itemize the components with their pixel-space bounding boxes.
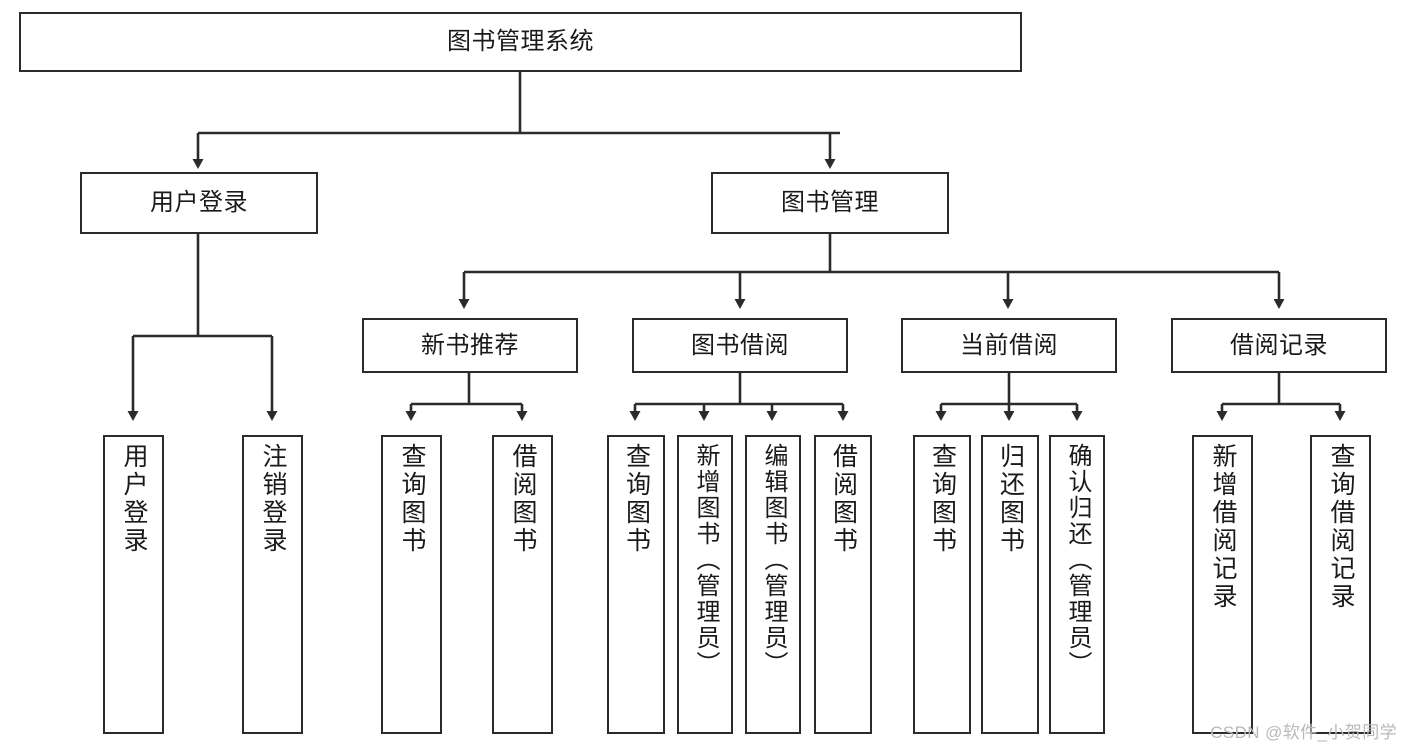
- node-label: 新书推荐: [421, 331, 519, 359]
- node-label: 图书管理: [781, 189, 879, 217]
- leaf-user-login-login[interactable]: 用户登录: [103, 435, 164, 734]
- node-book-borrow[interactable]: 图书借阅: [632, 318, 848, 373]
- node-label: 用户登录: [120, 443, 148, 555]
- node-label: 图书管理系统: [447, 28, 594, 56]
- leaf-new-book-borrow[interactable]: 借阅图书: [492, 435, 553, 734]
- leaf-new-book-query[interactable]: 查询图书: [381, 435, 442, 734]
- node-user-login[interactable]: 用户登录: [80, 172, 318, 234]
- node-label: 借阅图书: [829, 443, 858, 555]
- leaf-book-borrow-query[interactable]: 查询图书: [607, 435, 665, 734]
- leaf-borrow-records-add[interactable]: 新增借阅记录: [1192, 435, 1253, 734]
- node-label: 归还图书: [996, 443, 1025, 555]
- node-label: 查询图书: [398, 443, 426, 555]
- leaf-current-borrow-return[interactable]: 归还图书: [981, 435, 1039, 734]
- leaf-borrow-records-query[interactable]: 查询借阅记录: [1310, 435, 1371, 734]
- node-label: 新增图书（管理员）: [692, 443, 719, 677]
- node-current-borrow[interactable]: 当前借阅: [901, 318, 1117, 373]
- node-new-book-recommend[interactable]: 新书推荐: [362, 318, 578, 373]
- leaf-book-borrow-edit[interactable]: 编辑图书（管理员）: [745, 435, 801, 734]
- node-label: 当前借阅: [960, 331, 1058, 359]
- node-label: 用户登录: [150, 189, 248, 217]
- node-label: 图书借阅: [691, 331, 789, 359]
- node-borrow-records[interactable]: 借阅记录: [1171, 318, 1387, 373]
- node-label: 编辑图书（管理员）: [760, 443, 787, 677]
- node-label: 查询图书: [928, 443, 957, 555]
- watermark-text: CSDN @软件_小贺同学: [1210, 723, 1397, 742]
- node-label: 新增借阅记录: [1209, 443, 1237, 611]
- leaf-current-borrow-confirm[interactable]: 确认归还（管理员）: [1049, 435, 1105, 734]
- node-label: 查询借阅记录: [1327, 443, 1355, 611]
- node-book-management[interactable]: 图书管理: [711, 172, 949, 234]
- leaf-book-borrow-borrow[interactable]: 借阅图书: [814, 435, 872, 734]
- node-label: 注销登录: [259, 443, 287, 555]
- leaf-book-borrow-add[interactable]: 新增图书（管理员）: [677, 435, 733, 734]
- node-root-system[interactable]: 图书管理系统: [19, 12, 1022, 72]
- leaf-user-login-logout[interactable]: 注销登录: [242, 435, 303, 734]
- node-label: 借阅图书: [509, 443, 537, 555]
- node-label: 借阅记录: [1230, 331, 1328, 359]
- node-label: 确认归还（管理员）: [1064, 443, 1091, 677]
- leaf-current-borrow-query[interactable]: 查询图书: [913, 435, 971, 734]
- node-label: 查询图书: [622, 443, 651, 555]
